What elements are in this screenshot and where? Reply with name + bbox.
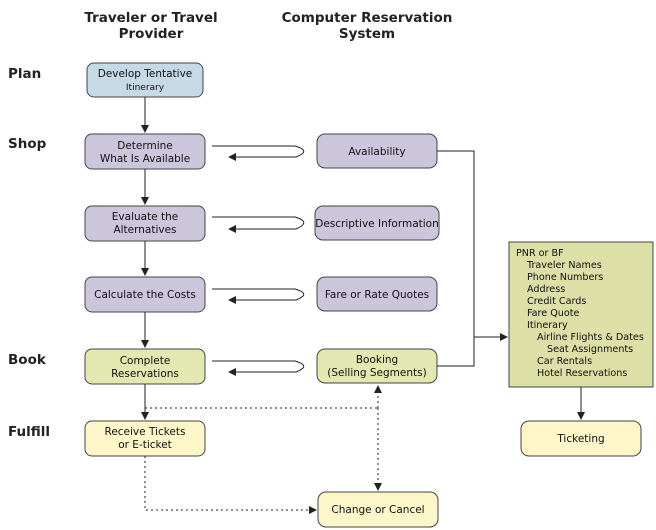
- box-calculate-line1: Calculate the Costs: [94, 289, 196, 301]
- box-evaluate-line2: Alternatives: [113, 224, 176, 236]
- exchange-fare: [212, 288, 305, 304]
- box-evaluate: Evaluate the Alternatives: [84, 205, 206, 242]
- header-crs-line1: Computer Reservation: [282, 10, 453, 26]
- header-traveler-line1: Traveler or Travel: [84, 10, 217, 26]
- header-traveler-line2: Provider: [119, 26, 184, 42]
- box-receive: Receive Tickets or E-ticket: [84, 420, 206, 457]
- pnr-subsubitem: Seat Assignments: [547, 344, 633, 355]
- box-develop-line1: Develop Tentative: [98, 68, 193, 80]
- phase-fulfill: Fulfill: [8, 424, 50, 440]
- box-ticketing: Ticketing: [520, 420, 642, 457]
- pnr-item: Address: [527, 284, 565, 295]
- pnr-subitem: Airline Flights & Dates: [537, 332, 644, 343]
- box-develop: Develop Tentative Itinerary: [86, 62, 204, 98]
- line-availability-to-pnr: [437, 150, 475, 337]
- box-fare: Fare or Rate Quotes: [316, 276, 438, 312]
- line-booking-to-pnr: [437, 337, 475, 367]
- box-receive-line1: Receive Tickets: [105, 426, 186, 438]
- box-evaluate-line1: Evaluate the: [112, 211, 178, 223]
- pnr-item: Fare Quote: [527, 308, 579, 319]
- box-booking-line1: Booking: [356, 354, 398, 366]
- box-develop-line2: Itinerary: [126, 83, 165, 93]
- box-determine-line2: What Is Available: [100, 153, 190, 165]
- dotted-arrow-receive-to-change: [144, 456, 317, 514]
- pnr-item: Itinerary: [527, 320, 568, 331]
- box-determine: Determine What Is Available: [84, 133, 206, 170]
- phase-plan: Plan: [8, 66, 41, 82]
- pnr-item: Credit Cards: [527, 296, 586, 307]
- pnr-title: PNR or BF: [516, 248, 564, 259]
- box-booking-line2: (Selling Segments): [327, 367, 426, 379]
- box-descriptive: Descriptive Information: [314, 205, 440, 241]
- exchange-descriptive: [212, 216, 305, 233]
- box-determine-line1: Determine: [117, 140, 173, 152]
- box-change-line1: Change or Cancel: [331, 504, 424, 516]
- header-crs-line2: System: [339, 26, 395, 42]
- phase-shop: Shop: [8, 136, 47, 152]
- pnr-box: PNR or BF Traveler Names Phone Numbers A…: [508, 241, 654, 388]
- pnr-subitem: Car Rentals: [537, 356, 592, 367]
- box-availability-line1: Availability: [348, 146, 405, 158]
- box-complete-line1: Complete: [120, 355, 171, 367]
- box-ticketing-line1: Ticketing: [556, 433, 604, 445]
- pnr-item: Phone Numbers: [527, 272, 603, 283]
- pnr-item: Traveler Names: [526, 260, 602, 271]
- box-availability: Availability: [316, 133, 438, 169]
- pnr-subitem: Hotel Reservations: [537, 368, 627, 379]
- exchange-availability: [212, 145, 305, 161]
- phase-book: Book: [8, 352, 47, 368]
- box-change: Change or Cancel: [317, 491, 439, 528]
- box-receive-line2: or E-ticket: [118, 439, 172, 451]
- box-complete-line2: Reservations: [111, 368, 179, 380]
- box-fare-line1: Fare or Rate Quotes: [325, 289, 429, 301]
- box-descriptive-line1: Descriptive Information: [315, 218, 439, 230]
- box-booking: Booking (Selling Segments): [316, 348, 438, 384]
- box-calculate: Calculate the Costs: [84, 276, 206, 313]
- box-complete: Complete Reservations: [84, 348, 206, 385]
- exchange-booking: [212, 360, 305, 376]
